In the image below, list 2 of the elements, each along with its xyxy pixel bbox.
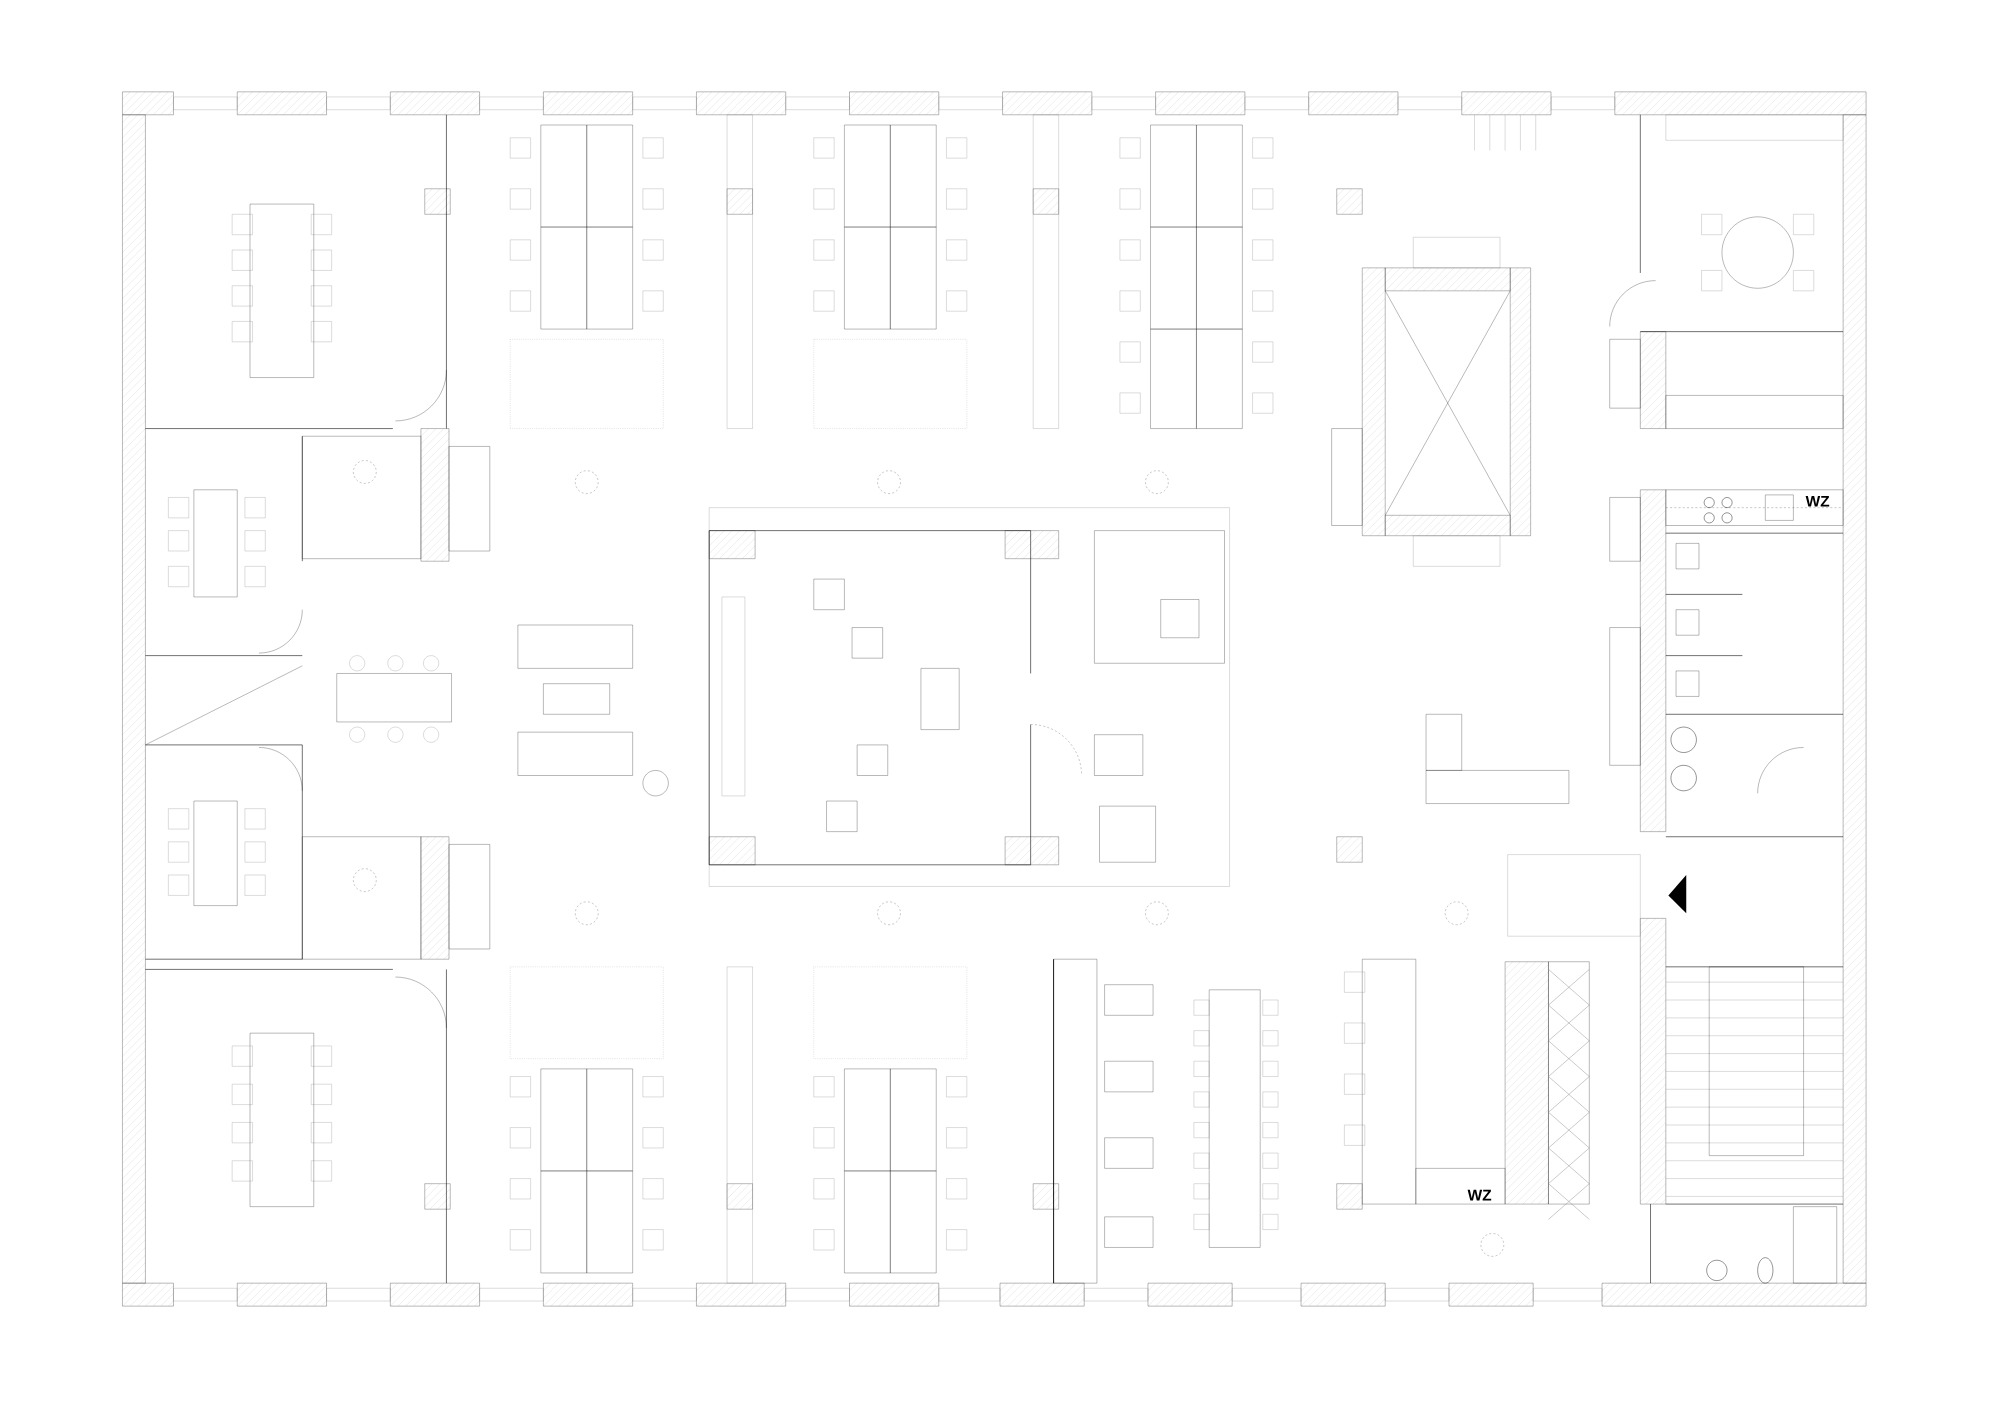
appliance-label: WZ <box>1467 1190 1492 1201</box>
appliance-label: WZ <box>1805 496 1830 507</box>
